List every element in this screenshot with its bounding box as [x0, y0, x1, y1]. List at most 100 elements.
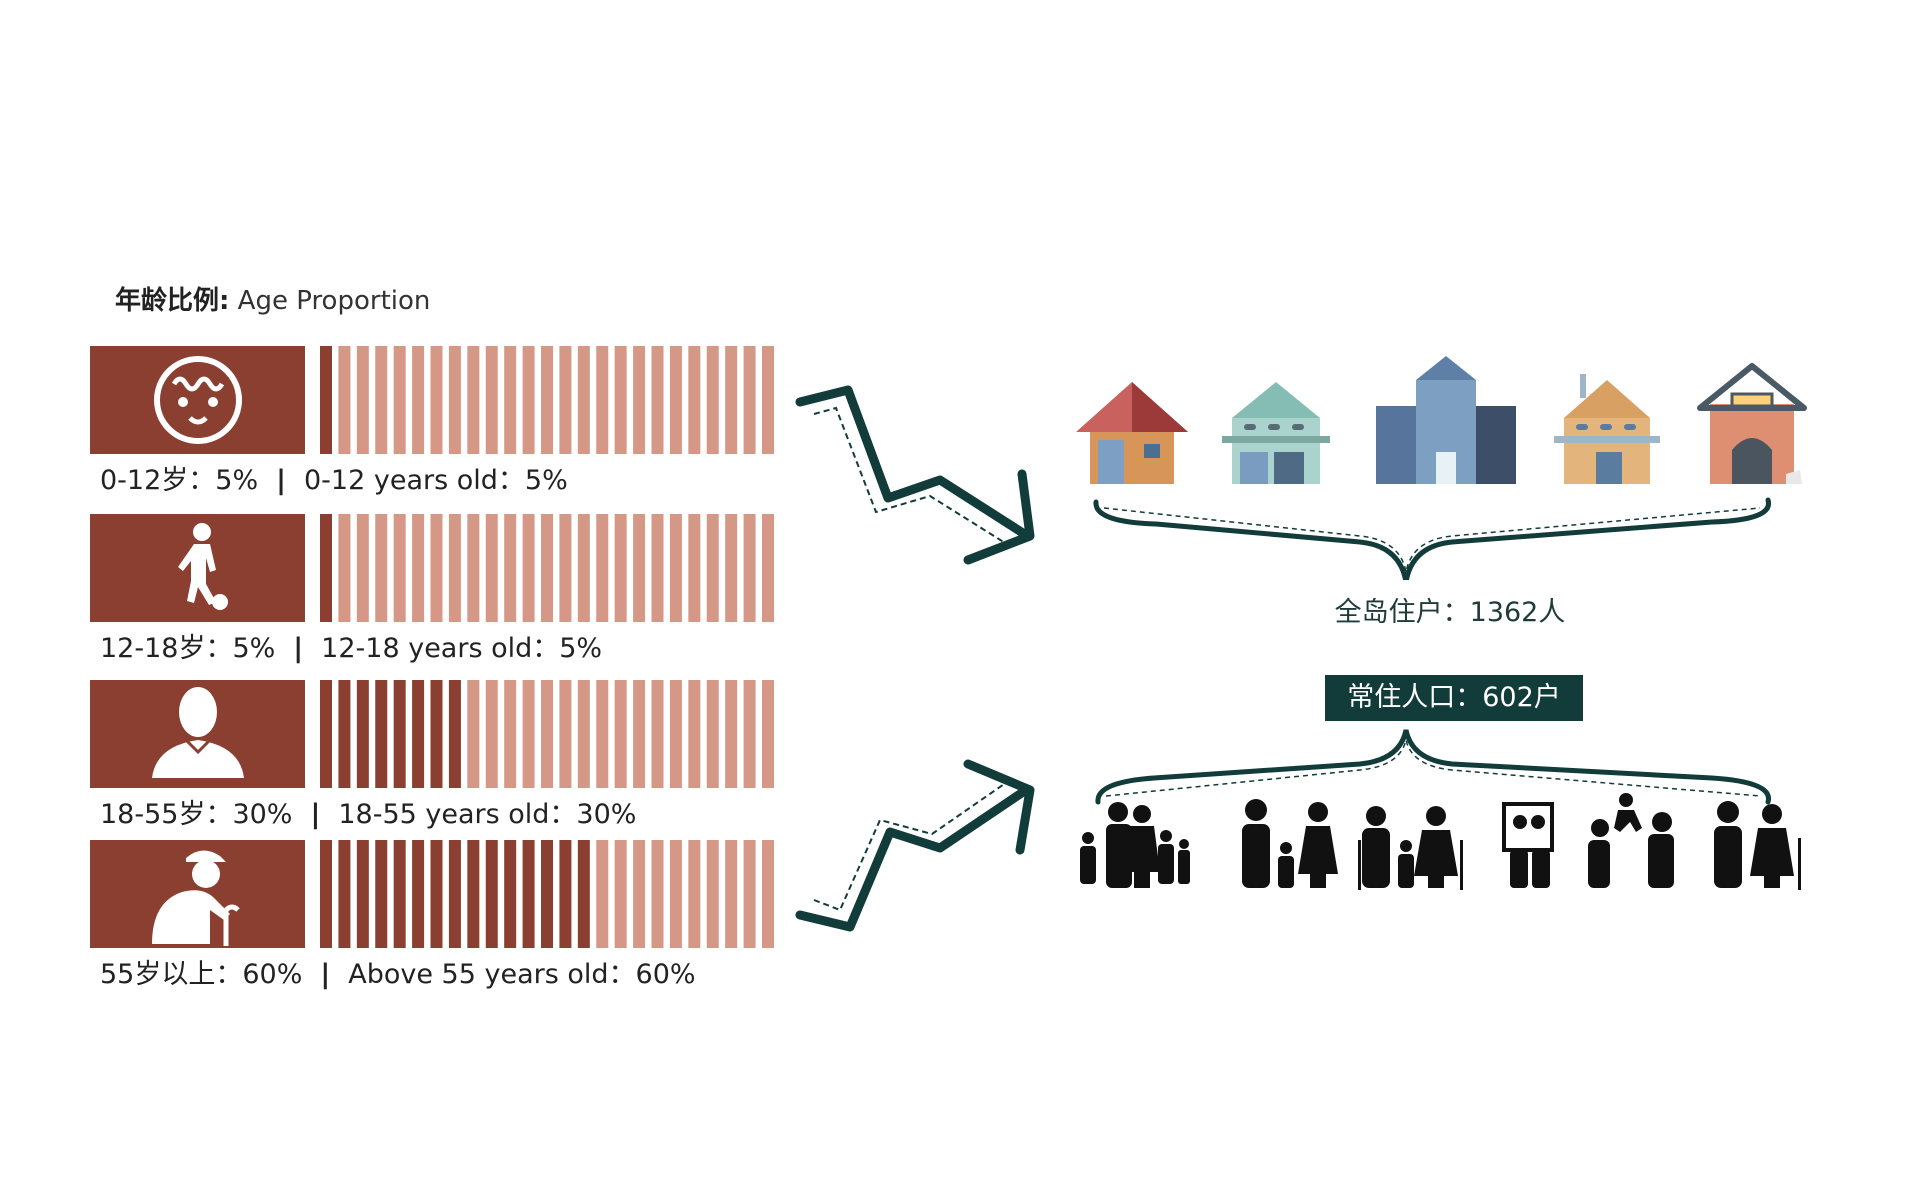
bar-segment-filled — [504, 840, 517, 948]
age-bar-0-12 — [320, 346, 774, 454]
bar-segment-empty — [743, 680, 756, 788]
bar-segment-filled — [577, 840, 590, 948]
bar-segment-empty — [762, 514, 774, 622]
bar-segment-empty — [393, 346, 406, 454]
bar-segment-empty — [448, 514, 461, 622]
bar-segment-empty — [577, 680, 590, 788]
bar-segment-filled — [375, 680, 388, 788]
bar-segment-filled — [485, 840, 498, 948]
bar-segment-filled — [559, 840, 572, 948]
bar-segment-empty — [633, 514, 646, 622]
bar-segment-filled — [320, 840, 332, 948]
bar-segment-empty — [706, 680, 719, 788]
bar-segment-filled — [412, 840, 425, 948]
red-roof-house-icon — [1076, 382, 1188, 484]
bar-segment-filled — [412, 680, 425, 788]
label-en: Above 55 years old：60% — [348, 959, 696, 990]
bar-segment-empty — [688, 514, 701, 622]
houses-row — [1076, 356, 1807, 580]
label-en: 18-55 years old：30% — [338, 799, 637, 830]
bar-segment-filled — [338, 840, 351, 948]
bar-segment-filled — [393, 680, 406, 788]
bar-segment-empty — [412, 514, 425, 622]
bar-segment-filled — [320, 346, 332, 454]
age-bar-12-18 — [320, 514, 774, 622]
age-label-12-18: 12-18岁：5%|12-18 years old：5% — [100, 626, 602, 665]
large-family-icon — [1080, 802, 1190, 888]
bar-segment-empty — [448, 346, 461, 454]
bar-segment-empty — [485, 680, 498, 788]
bar-segment-empty — [614, 840, 627, 948]
chart-title: 年龄比例: Age Proportion — [115, 280, 430, 317]
bar-segment-empty — [504, 680, 517, 788]
bar-segment-empty — [412, 346, 425, 454]
label-separator: | — [276, 465, 286, 496]
bar-segment-empty — [485, 514, 498, 622]
bar-segment-empty — [669, 680, 682, 788]
adult-person-icon — [90, 680, 305, 788]
bar-segment-empty — [541, 346, 553, 454]
label-separator: | — [320, 959, 331, 990]
bar-segment-empty — [522, 514, 535, 622]
bar-segment-empty — [706, 514, 719, 622]
bar-segment-empty — [706, 346, 719, 454]
bar-segment-empty — [743, 346, 756, 454]
bar-segment-empty — [596, 680, 609, 788]
bar-segment-empty — [430, 346, 443, 454]
bar-segment-empty — [375, 346, 388, 454]
age-label-0-12: 0-12岁：5%|0-12 years old：5% — [100, 458, 568, 497]
age-bar-above-55 — [320, 840, 774, 948]
label-separator: | — [310, 799, 321, 830]
bar-segment-filled — [430, 840, 443, 948]
bar-segment-filled — [430, 680, 443, 788]
permanent-population-badge: 常住人口：602户 — [1325, 675, 1583, 721]
bar-segment-empty — [356, 514, 369, 622]
bar-segment-empty — [356, 346, 369, 454]
age-label-above-55: 55岁以上：60%|Above 55 years old：60% — [100, 952, 696, 991]
bar-segment-empty — [743, 514, 756, 622]
bar-segment-filled — [338, 680, 351, 788]
bar-segment-empty — [633, 680, 646, 788]
bar-segment-empty — [669, 840, 682, 948]
bar-segment-filled — [320, 514, 332, 622]
age-row-12-18: 12-18岁：5%|12-18 years old：5% — [90, 514, 780, 704]
child-soccer-icon — [90, 514, 305, 622]
bar-segment-empty — [338, 346, 351, 454]
bar-segment-empty — [669, 514, 682, 622]
bar-segment-empty — [467, 514, 480, 622]
bar-segment-filled — [541, 840, 553, 948]
bar-segment-empty — [375, 514, 388, 622]
teal-house-icon — [1222, 382, 1330, 484]
label-zh: 18-55岁：30% — [100, 799, 293, 830]
bar-segment-empty — [393, 514, 406, 622]
age-row-18-55: 18-55岁：30% | 18-55 years old：30% — [90, 680, 780, 870]
families-row — [1080, 729, 1801, 890]
bar-segment-empty — [485, 346, 498, 454]
couple-child-icon — [1242, 799, 1338, 888]
bar-segment-empty — [559, 680, 572, 788]
grandparents-child-icon — [1358, 806, 1463, 890]
age-row-0-12: 0-12岁：5%|0-12 years old：5% — [90, 346, 780, 536]
bar-segment-empty — [467, 680, 480, 788]
elderly-couple-icon — [1714, 801, 1801, 890]
baby-face-icon — [90, 346, 305, 454]
label-zh: 0-12岁：5% — [100, 465, 259, 496]
bar-segment-empty — [577, 346, 590, 454]
bar-segment-empty — [541, 514, 553, 622]
age-label-18-55: 18-55岁：30% | 18-55 years old：30% — [100, 792, 636, 831]
blue-building-icon — [1376, 356, 1516, 484]
bar-segment-empty — [522, 680, 535, 788]
label-separator: | — [293, 633, 304, 664]
bar-segment-empty — [669, 346, 682, 454]
bar-segment-empty — [743, 840, 756, 948]
upper-zigzag-arrow — [795, 385, 1035, 565]
zigzag-arrows — [795, 385, 1035, 932]
bar-segment-empty — [559, 346, 572, 454]
bar-segment-empty — [762, 346, 774, 454]
bar-segment-empty — [577, 514, 590, 622]
upper-brace — [1093, 497, 1771, 580]
brown-house-icon — [1697, 363, 1807, 484]
bar-segment-filled — [522, 840, 535, 948]
bar-segment-empty — [504, 514, 517, 622]
bar-segment-empty — [504, 346, 517, 454]
